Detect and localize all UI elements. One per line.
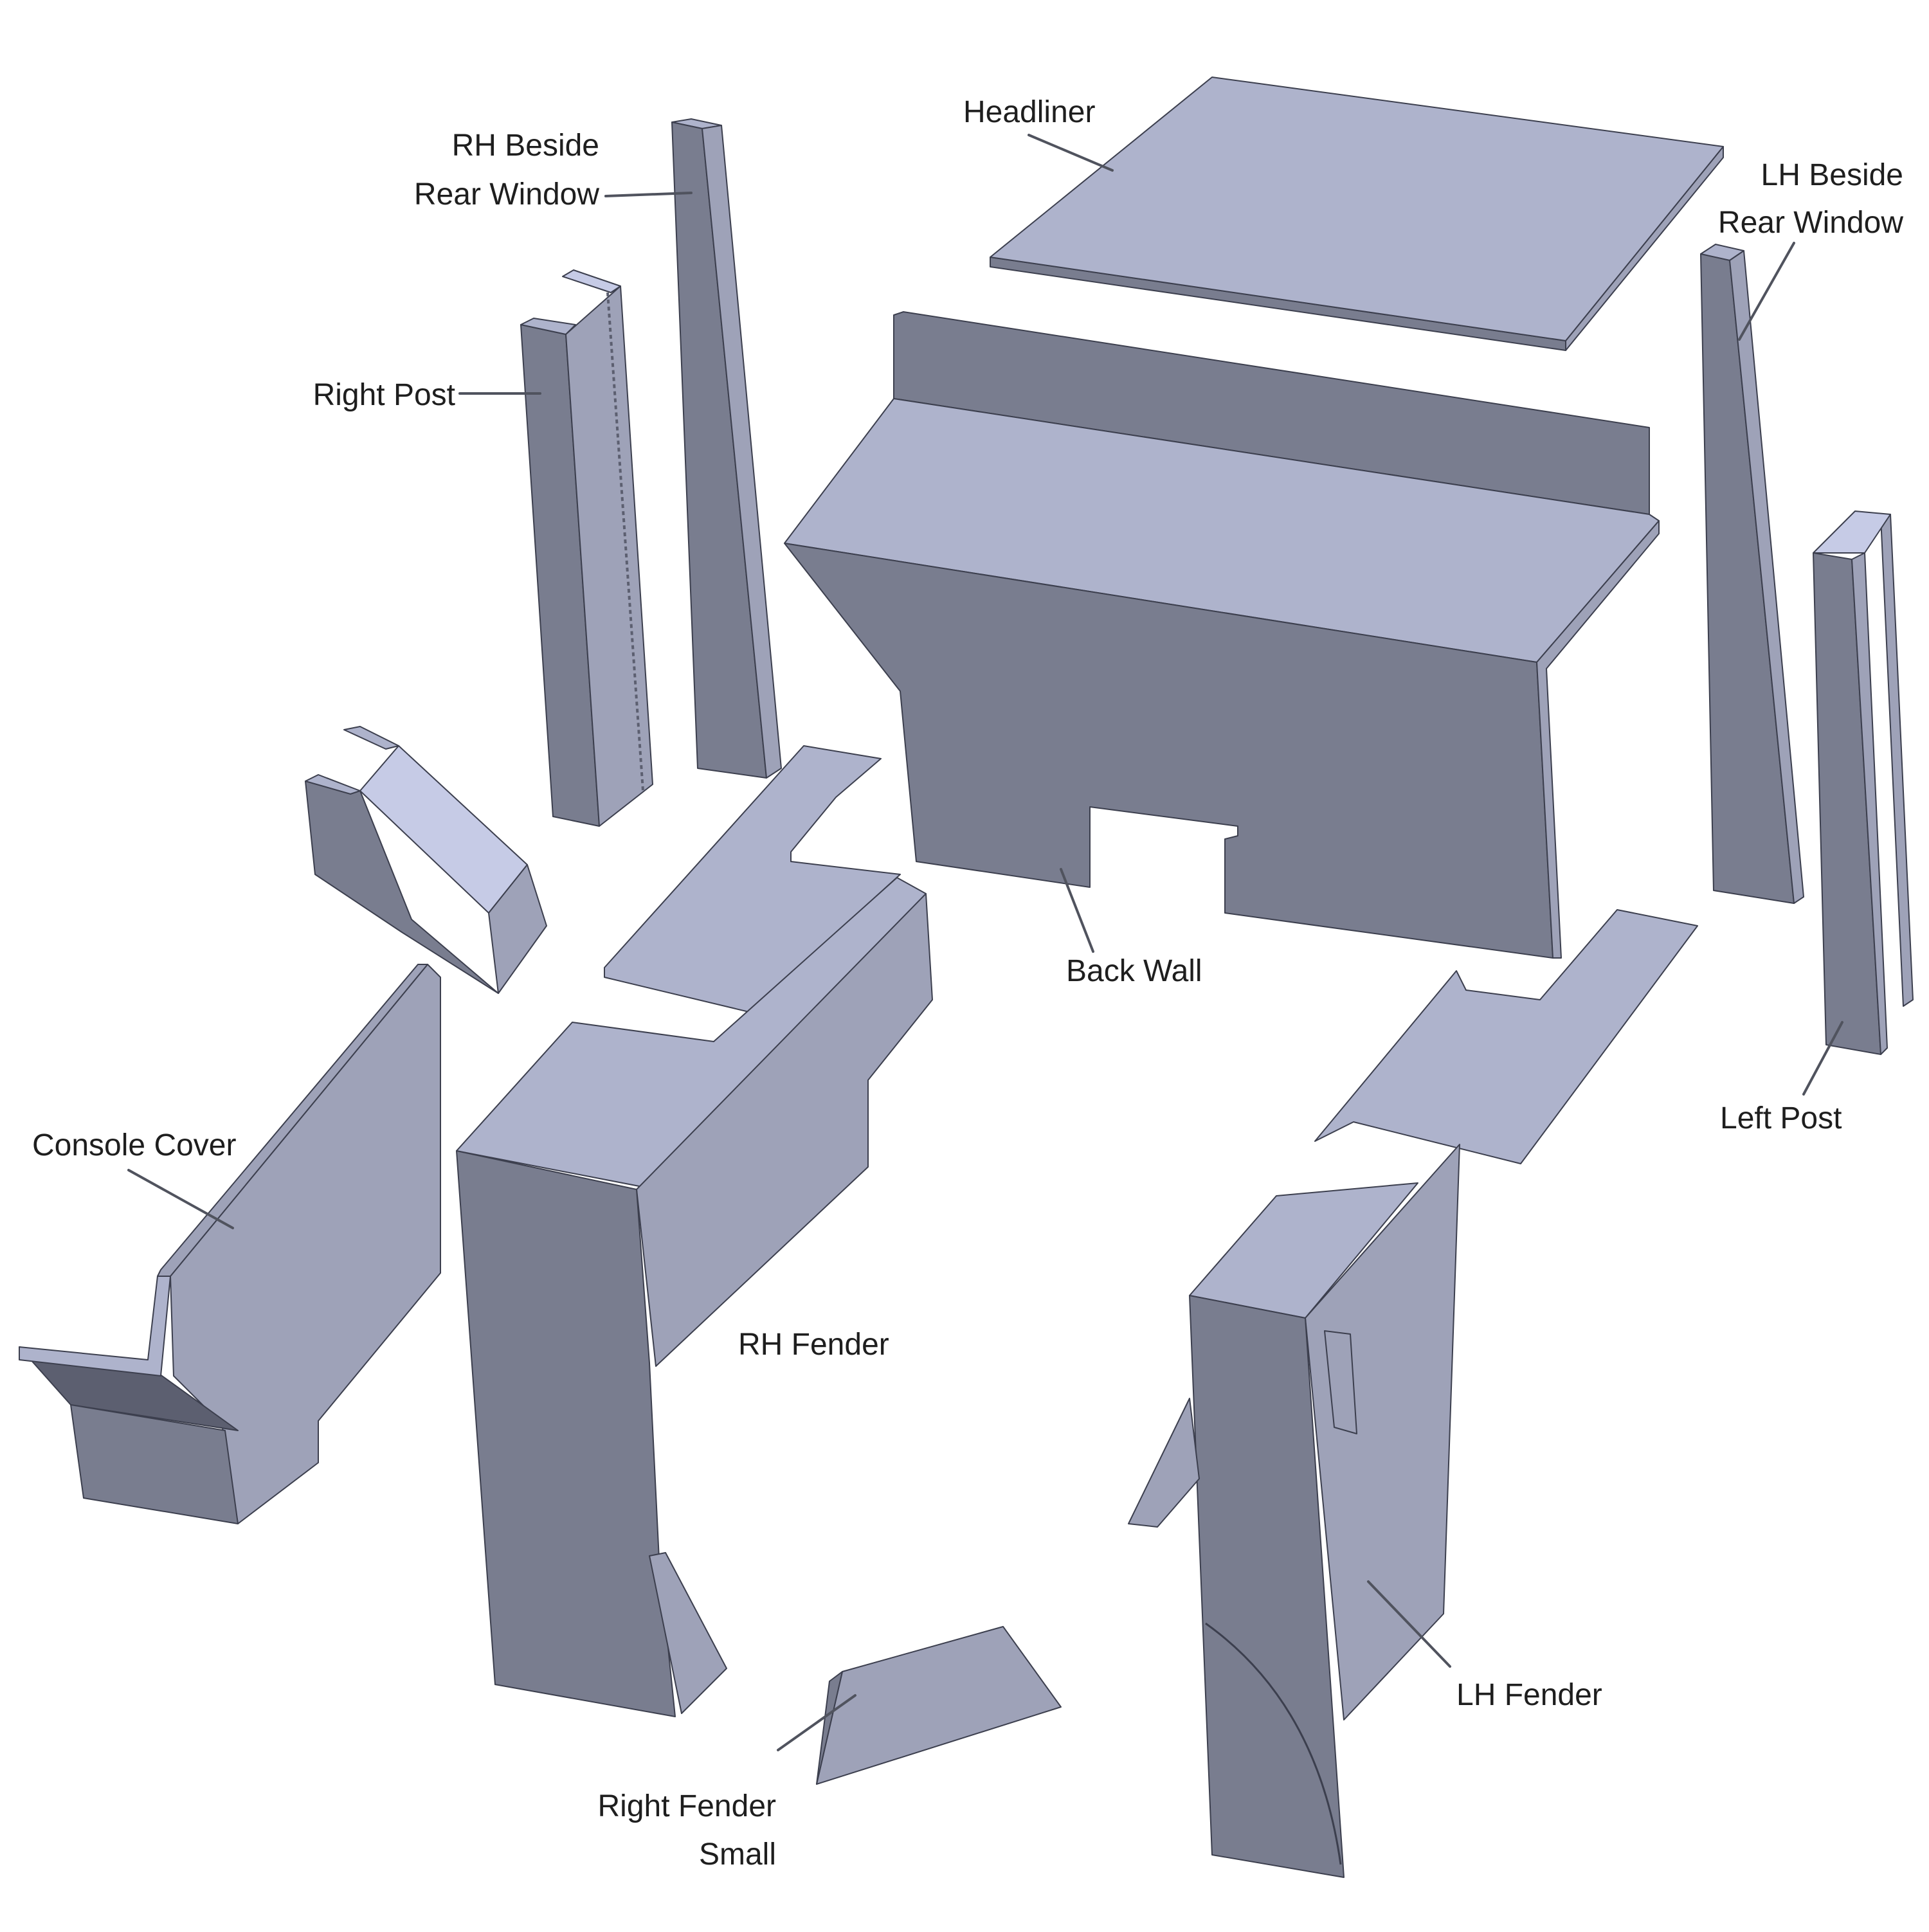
console-cover-lower	[70, 1404, 239, 1524]
lh-fender-leader	[1367, 1580, 1451, 1668]
lh-fender-side	[1305, 1144, 1460, 1720]
rh-fender-top-flange	[604, 745, 901, 1016]
label-lh-beside-line1: LH Beside	[1761, 158, 1903, 192]
label-left-post: Left Post	[1720, 1101, 1842, 1135]
side-block-tab-2	[305, 774, 361, 795]
part-side-block[interactable]	[305, 726, 547, 994]
part-lh-fender[interactable]	[1128, 909, 1698, 1878]
rh-fender-side	[636, 893, 933, 1367]
headliner-top	[990, 77, 1724, 341]
right-fender-small-edge	[816, 1671, 843, 1785]
right-fender-small-leader	[777, 1694, 856, 1751]
left-post-leader	[1802, 1021, 1843, 1096]
label-right-post: Right Post	[313, 378, 455, 412]
console-cover-panel	[170, 964, 441, 1524]
back-wall-edge	[1536, 520, 1660, 959]
label-rh-fender: RH Fender	[738, 1328, 889, 1362]
side-block-side	[488, 864, 547, 994]
right-post-lip	[520, 318, 576, 335]
part-rh-fender[interactable]	[456, 745, 933, 1717]
part-headliner[interactable]	[990, 77, 1724, 351]
part-right-post[interactable]	[520, 269, 653, 827]
right-post-channel	[562, 269, 621, 293]
label-lh-fender: LH Fender	[1456, 1678, 1602, 1712]
console-cover-leader	[127, 1169, 234, 1229]
back-wall-top-flange	[893, 311, 1650, 515]
rh-fender-lower-wedge	[649, 1552, 727, 1714]
part-lh-beside-rear-window[interactable]	[1700, 244, 1804, 904]
part-left-post[interactable]	[1813, 510, 1914, 1055]
lh-fender-wedge	[1128, 1398, 1200, 1528]
left-post-channel	[1813, 510, 1891, 554]
part-back-wall[interactable]	[784, 311, 1660, 959]
lh-fender-front	[1189, 1295, 1345, 1878]
lh-beside-leader	[1738, 242, 1795, 341]
back-wall-leader	[1060, 868, 1094, 953]
lh-fender-curve	[1205, 1622, 1342, 1865]
side-block-tab-1	[343, 726, 399, 750]
right-fender-small-face	[816, 1626, 1062, 1785]
lh-beside-side	[1729, 250, 1804, 904]
lh-fender-top-flange	[1314, 909, 1698, 1164]
label-back-wall: Back Wall	[1066, 954, 1202, 988]
label-lh-beside-line2: Rear Window	[1718, 206, 1903, 240]
part-rh-beside-rear-window[interactable]	[671, 118, 782, 779]
part-console-cover[interactable]	[19, 964, 441, 1524]
label-right-fender-small-line2: Small	[699, 1837, 776, 1872]
rh-beside-leader	[604, 192, 693, 197]
left-post-side	[1851, 552, 1888, 1055]
part-right-fender-small[interactable]	[816, 1626, 1062, 1785]
right-post-groove	[606, 292, 644, 791]
headliner-leader	[1028, 134, 1114, 172]
left-post-back	[1880, 514, 1914, 1007]
lh-fender-notch	[1324, 1330, 1357, 1434]
right-post-side	[565, 285, 653, 827]
label-console-cover: Console Cover	[32, 1128, 237, 1162]
label-rh-beside-line1: RH Beside	[452, 129, 599, 163]
rh-beside-side	[702, 125, 782, 779]
console-cover-lip	[19, 1276, 171, 1377]
label-rh-beside-line2: Rear Window	[414, 177, 599, 212]
label-right-fender-small-line1: Right Fender	[598, 1789, 776, 1823]
label-headliner: Headliner	[963, 95, 1095, 129]
